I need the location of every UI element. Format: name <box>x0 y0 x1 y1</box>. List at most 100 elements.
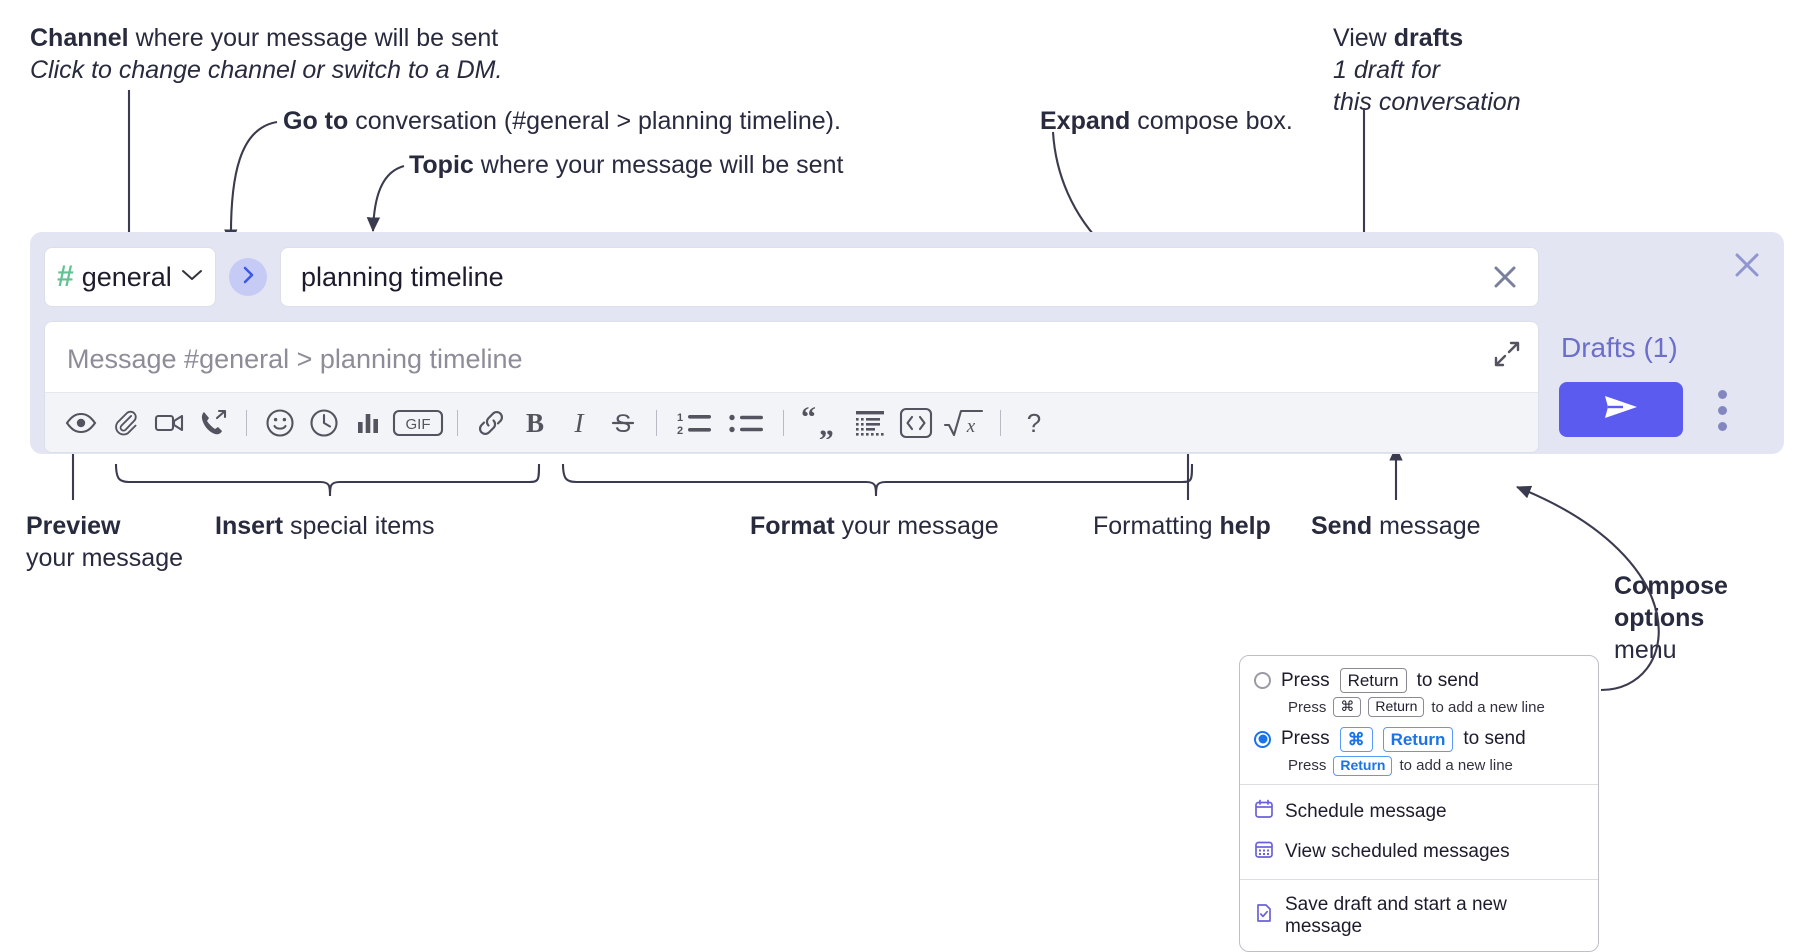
annotation-expand: Expand compose box. <box>1040 105 1293 137</box>
annotation-topic-rest: where your message will be sent <box>473 151 844 179</box>
compose-header-row: # general planning timeline <box>44 246 1539 308</box>
close-icon[interactable] <box>1732 250 1762 285</box>
annotation-goto: Go to conversation (#general > planning … <box>283 105 841 137</box>
send-button[interactable] <box>1559 382 1683 437</box>
message-input-area[interactable]: Message #general > planning timeline <box>44 321 1539 453</box>
compose-box: # general planning timeline <box>30 232 1784 454</box>
toolbar-separator <box>783 409 784 436</box>
gif-icon[interactable]: GIF <box>390 401 446 445</box>
annotation-goto-rest: conversation (#general > planning timeli… <box>348 107 841 135</box>
radio-unselected-icon[interactable] <box>1254 672 1271 690</box>
annotation-drafts-normal: View <box>1333 24 1394 52</box>
emoji-smiley-icon[interactable] <box>258 401 302 445</box>
link-icon[interactable] <box>469 401 513 445</box>
option-subline: Press Return to add a new line <box>1288 756 1584 776</box>
toolbar-separator <box>457 409 458 436</box>
send-option-cmd-return[interactable]: Press ⌘ Return to send Press Return to a… <box>1240 725 1598 776</box>
menu-item-label: Save draft and start a new message <box>1285 893 1507 937</box>
goto-conversation-button[interactable] <box>229 258 267 296</box>
key-return: Return <box>1339 668 1407 694</box>
drafts-link[interactable]: Drafts (1) <box>1561 332 1678 363</box>
menu-item-label: Schedule message <box>1285 800 1447 822</box>
annotation-insert-rest: special items <box>283 512 435 540</box>
option-prefix: Press <box>1281 669 1330 691</box>
menu-item-save-draft[interactable]: Save draft and start a new message <box>1240 887 1598 945</box>
annotation-channel: Channel where your message will be sent … <box>30 22 502 86</box>
svg-text:2: 2 <box>677 425 683 437</box>
toolbar-separator <box>246 409 247 436</box>
menu-item-schedule-message[interactable]: Schedule message <box>1240 792 1598 832</box>
save-draft-icon <box>1254 903 1274 929</box>
key-command: ⌘ <box>1339 726 1373 752</box>
help-question-icon[interactable]: ? <box>1012 401 1056 445</box>
annotation-compose-options-rest: menu <box>1614 636 1677 664</box>
annotation-expand-bold: Expand <box>1040 107 1131 135</box>
subline-prefix: Press <box>1288 757 1327 775</box>
topic-field[interactable]: planning timeline <box>280 247 1539 307</box>
more-options-vertical-icon[interactable] <box>1709 387 1735 433</box>
annotation-compose-options-bold2: options <box>1614 604 1705 632</box>
code-block-icon[interactable] <box>847 401 893 445</box>
phone-forward-icon[interactable] <box>191 401 235 445</box>
strikethrough-icon[interactable]: S <box>601 401 645 445</box>
annotation-preview: Preview your message <box>26 510 183 574</box>
video-camera-icon[interactable] <box>147 401 191 445</box>
svg-text:1: 1 <box>677 412 683 424</box>
close-icon[interactable] <box>1490 262 1520 292</box>
preview-icon[interactable] <box>59 401 103 445</box>
send-option-return[interactable]: Press Return to send Press ⌘ Return to a… <box>1240 666 1598 717</box>
svg-text:x: x <box>966 416 976 437</box>
menu-divider <box>1240 878 1598 880</box>
svg-text:B: B <box>526 408 544 438</box>
annotation-format: Format your message <box>750 510 999 542</box>
compose-options-menu: Press Return to send Press ⌘ Return to a… <box>1239 655 1599 952</box>
ordered-list-icon[interactable]: 1 2 <box>668 401 720 445</box>
key-return: Return <box>1382 726 1454 752</box>
subline-suffix: to add a new line <box>1431 698 1545 716</box>
annotation-send-rest: message <box>1372 512 1481 540</box>
subline-suffix: to add a new line <box>1399 757 1513 775</box>
svg-text:?: ? <box>1027 408 1041 438</box>
annotation-help: Formatting help <box>1093 510 1271 542</box>
channel-selector[interactable]: # general <box>44 247 216 307</box>
blockquote-icon[interactable]: “„ <box>795 401 847 445</box>
annotation-goto-bold: Go to <box>283 107 349 135</box>
annotation-help-bold: help <box>1219 512 1271 540</box>
option-subline: Press ⌘ Return to add a new line <box>1288 697 1584 717</box>
annotation-preview-bold: Preview <box>26 512 121 540</box>
inline-code-icon[interactable] <box>893 401 939 445</box>
chevron-down-icon <box>181 268 203 287</box>
expand-icon[interactable] <box>1493 340 1521 373</box>
italic-icon[interactable]: I <box>557 401 601 445</box>
clock-icon[interactable] <box>302 401 346 445</box>
bold-icon[interactable]: B <box>513 401 557 445</box>
annotation-drafts-italic2: this conversation <box>1333 88 1521 116</box>
option-line: Press Return to send <box>1254 668 1584 694</box>
bar-chart-poll-icon[interactable] <box>346 401 390 445</box>
toolbar-separator <box>656 409 657 436</box>
annotation-expand-rest: compose box. <box>1130 107 1293 135</box>
key-return: Return <box>1333 756 1393 776</box>
svg-text:„: „ <box>819 409 834 439</box>
annotation-compose-options: Compose options menu <box>1614 570 1728 666</box>
annotation-preview-rest: your message <box>26 544 184 572</box>
menu-item-view-scheduled[interactable]: View scheduled messages <box>1240 832 1598 872</box>
message-placeholder: Message #general > planning timeline <box>67 344 523 374</box>
compose-main-column: # general planning timeline <box>44 246 1539 453</box>
annotation-topic-bold: Topic <box>409 151 474 179</box>
annotation-insert-bold: Insert <box>215 512 284 540</box>
radio-selected-icon[interactable] <box>1254 730 1271 748</box>
annotation-topic: Topic where your message will be sent <box>409 149 843 181</box>
menu-item-label: View scheduled messages <box>1285 840 1510 862</box>
annotation-send-bold: Send <box>1311 512 1373 540</box>
attachment-paperclip-icon[interactable] <box>103 401 147 445</box>
annotation-compose-options-bold1: Compose <box>1614 572 1728 600</box>
annotation-format-bold: Format <box>750 512 835 540</box>
bulleted-list-icon[interactable] <box>720 401 772 445</box>
annotation-channel-rest: where your message will be sent <box>128 24 499 52</box>
topic-value: planning timeline <box>301 261 504 292</box>
compose-right-column: Drafts (1) <box>1539 232 1784 454</box>
option-suffix: to send <box>1463 728 1526 750</box>
math-formula-icon[interactable]: x <box>939 401 989 445</box>
